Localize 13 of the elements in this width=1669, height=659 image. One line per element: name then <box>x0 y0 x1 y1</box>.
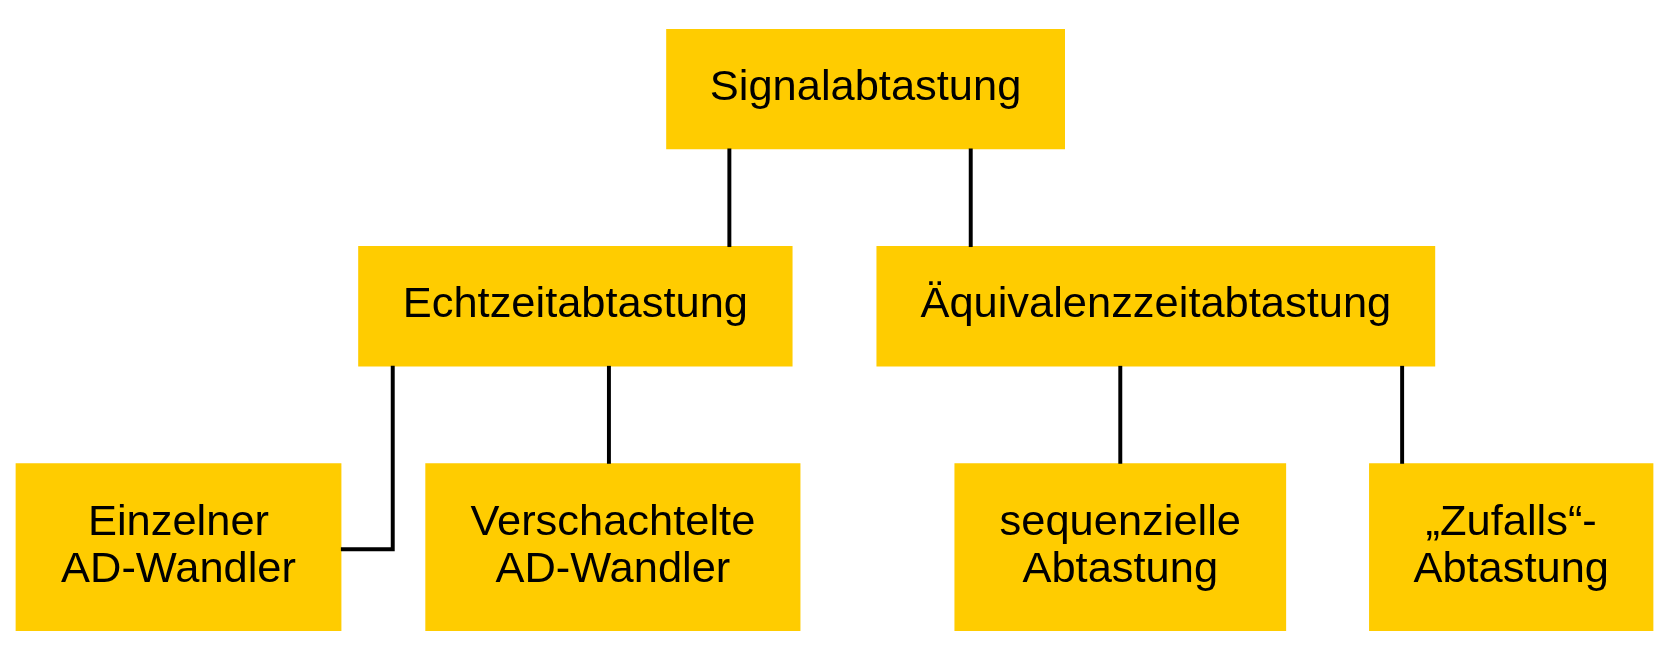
node-box: Echtzeitabtastung <box>358 245 793 367</box>
node-box: Verschachtelte AD-Wandler <box>425 462 801 631</box>
connector <box>1400 365 1405 464</box>
connector <box>968 148 973 247</box>
connector <box>340 365 395 551</box>
node-box: sequenzielle Abtastung <box>954 462 1287 631</box>
connector <box>727 148 732 247</box>
connector <box>1118 365 1123 464</box>
connector <box>606 365 611 464</box>
node-box: Signalabtastung <box>666 28 1065 149</box>
node-box: „Zufalls“- Abtastung <box>1369 462 1654 631</box>
node-box: Äquivalenzzeitabtastung <box>876 245 1436 367</box>
node-box: Einzelner AD-Wandler <box>15 462 342 631</box>
